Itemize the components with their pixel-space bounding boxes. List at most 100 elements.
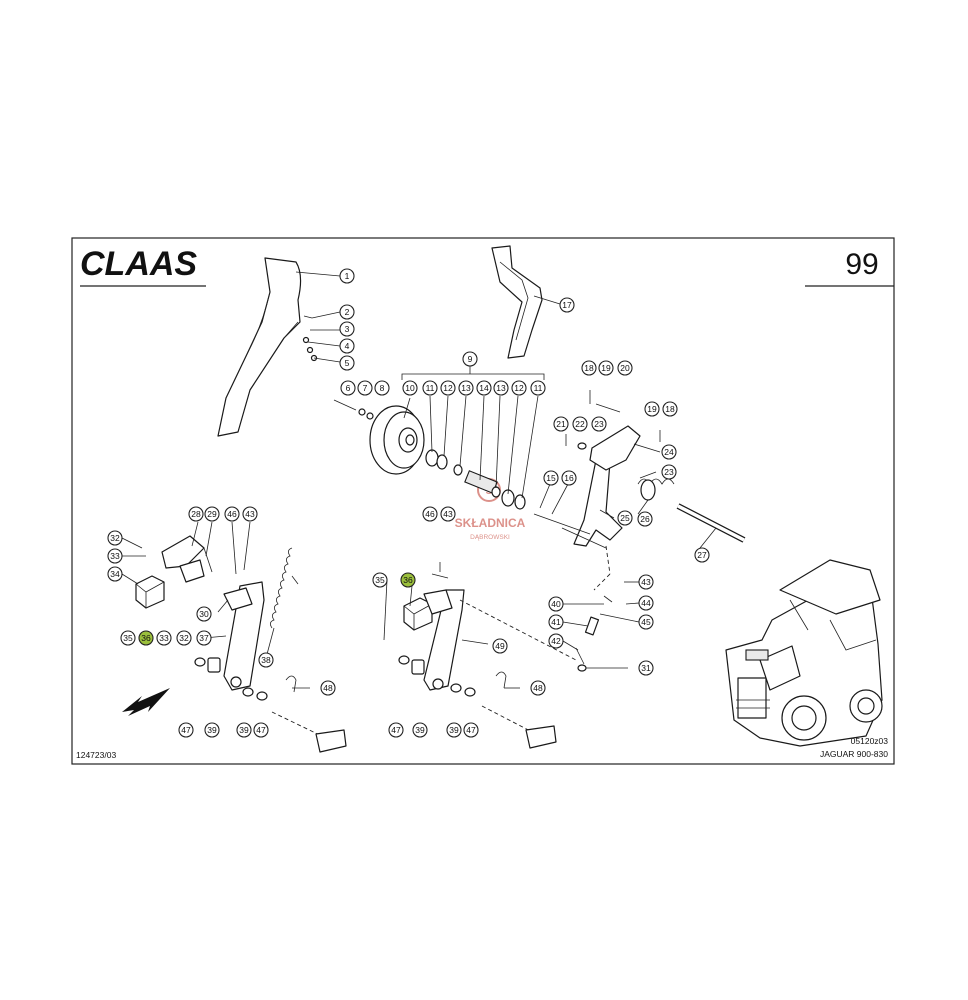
svg-text:14: 14 bbox=[479, 383, 489, 393]
callout-36b-highlighted: 36 bbox=[400, 572, 416, 588]
callout-32a: 32 bbox=[107, 530, 123, 546]
part-right-block-36 bbox=[403, 597, 433, 631]
svg-text:41: 41 bbox=[551, 617, 561, 627]
callout-12a: 12 bbox=[440, 380, 456, 396]
callout-47d: 47 bbox=[463, 722, 479, 738]
callout-41: 41 bbox=[548, 614, 564, 630]
svg-text:16: 16 bbox=[564, 473, 574, 483]
svg-text:42: 42 bbox=[551, 636, 561, 646]
callout-27: 27 bbox=[694, 547, 710, 563]
svg-text:6: 6 bbox=[346, 383, 351, 393]
brand-logo: CLAAS bbox=[80, 245, 197, 283]
callout-9: 9 bbox=[462, 351, 478, 367]
callout-37: 37 bbox=[196, 630, 212, 646]
callout-33a: 33 bbox=[107, 548, 123, 564]
callout-24: 24 bbox=[661, 444, 677, 460]
svg-text:32: 32 bbox=[110, 533, 120, 543]
callout-19a: 19 bbox=[598, 360, 614, 376]
part-lever-bracket bbox=[589, 425, 641, 471]
svg-text:39: 39 bbox=[449, 725, 459, 735]
svg-text:9: 9 bbox=[468, 354, 473, 364]
page-number: 99 bbox=[845, 248, 878, 281]
callout-12b: 12 bbox=[511, 380, 527, 396]
svg-text:45: 45 bbox=[641, 617, 651, 627]
callout-39b: 39 bbox=[236, 722, 252, 738]
callout-26: 26 bbox=[637, 511, 653, 527]
svg-text:11: 11 bbox=[426, 383, 435, 393]
svg-text:8: 8 bbox=[380, 383, 385, 393]
part-bearing-set bbox=[425, 449, 526, 510]
svg-text:13: 13 bbox=[461, 383, 471, 393]
svg-text:32: 32 bbox=[179, 633, 189, 643]
callout-19b: 19 bbox=[644, 401, 660, 417]
callout-48a: 48 bbox=[320, 680, 336, 696]
svg-text:13: 13 bbox=[496, 383, 506, 393]
callout-42: 42 bbox=[548, 633, 564, 649]
callout-18a: 18 bbox=[581, 360, 597, 376]
callout-22: 22 bbox=[572, 416, 588, 432]
svg-text:47: 47 bbox=[256, 725, 266, 735]
callout-45: 45 bbox=[638, 614, 654, 630]
callout-49: 49 bbox=[492, 638, 508, 654]
callout-40: 40 bbox=[548, 596, 564, 612]
part-right-arm-49 bbox=[423, 589, 465, 691]
svg-text:11: 11 bbox=[534, 383, 543, 393]
callout-25: 25 bbox=[617, 510, 633, 526]
svg-text:35: 35 bbox=[375, 575, 385, 585]
callout-23a: 23 bbox=[591, 416, 607, 432]
part-bolt-6 bbox=[333, 399, 374, 420]
svg-text:26: 26 bbox=[640, 514, 650, 524]
svg-text:44: 44 bbox=[641, 598, 651, 608]
svg-text:15: 15 bbox=[546, 473, 556, 483]
svg-text:20: 20 bbox=[620, 363, 630, 373]
callout-47b: 47 bbox=[253, 722, 269, 738]
svg-text:5: 5 bbox=[345, 358, 350, 368]
callout-23b: 23 bbox=[661, 464, 677, 480]
svg-text:18: 18 bbox=[584, 363, 594, 373]
callout-43a: 43 bbox=[242, 506, 258, 522]
right-linkage-dash bbox=[459, 599, 577, 661]
svg-text:33: 33 bbox=[159, 633, 169, 643]
svg-text:35: 35 bbox=[123, 633, 133, 643]
callout-39d: 39 bbox=[446, 722, 462, 738]
callout-1: 1 bbox=[339, 268, 355, 284]
svg-text:12: 12 bbox=[514, 383, 524, 393]
model-name: JAGUAR 900-830 bbox=[820, 749, 888, 759]
callout-48b: 48 bbox=[530, 680, 546, 696]
svg-text:43: 43 bbox=[443, 509, 453, 519]
part-right-linkage-rod bbox=[481, 671, 557, 749]
svg-text:48: 48 bbox=[533, 683, 543, 693]
part-shaft-27 bbox=[676, 503, 746, 543]
svg-text:4: 4 bbox=[345, 341, 350, 351]
callout-18b: 18 bbox=[662, 401, 678, 417]
svg-text:39: 39 bbox=[207, 725, 217, 735]
svg-text:21: 21 bbox=[556, 419, 566, 429]
svg-text:37: 37 bbox=[199, 633, 209, 643]
callout-17: 17 bbox=[559, 297, 575, 313]
callout-47a: 47 bbox=[178, 722, 194, 738]
callout-3: 3 bbox=[339, 321, 355, 337]
svg-text:23: 23 bbox=[664, 467, 674, 477]
svg-text:17: 17 bbox=[562, 300, 572, 310]
svg-text:38: 38 bbox=[261, 655, 271, 665]
svg-text:36: 36 bbox=[141, 633, 151, 643]
part-left-arm-37 bbox=[223, 581, 265, 691]
part-right-bushings bbox=[398, 655, 476, 697]
svg-text:43: 43 bbox=[245, 509, 255, 519]
svg-text:46: 46 bbox=[227, 509, 237, 519]
part-belt bbox=[491, 245, 543, 359]
callout-2: 2 bbox=[339, 304, 355, 320]
svg-text:36: 36 bbox=[403, 575, 413, 585]
svg-text:47: 47 bbox=[391, 725, 401, 735]
leader-lines bbox=[191, 271, 717, 689]
callout-35a: 35 bbox=[120, 630, 136, 646]
svg-text:24: 24 bbox=[664, 447, 674, 457]
svg-text:33: 33 bbox=[110, 551, 120, 561]
callout-39c: 39 bbox=[412, 722, 428, 738]
callout-29: 29 bbox=[204, 506, 220, 522]
svg-text:28: 28 bbox=[191, 509, 201, 519]
svg-text:7: 7 bbox=[363, 383, 368, 393]
part-linkage-40 bbox=[575, 595, 613, 672]
svg-text:39: 39 bbox=[415, 725, 425, 735]
callout-28: 28 bbox=[188, 506, 204, 522]
